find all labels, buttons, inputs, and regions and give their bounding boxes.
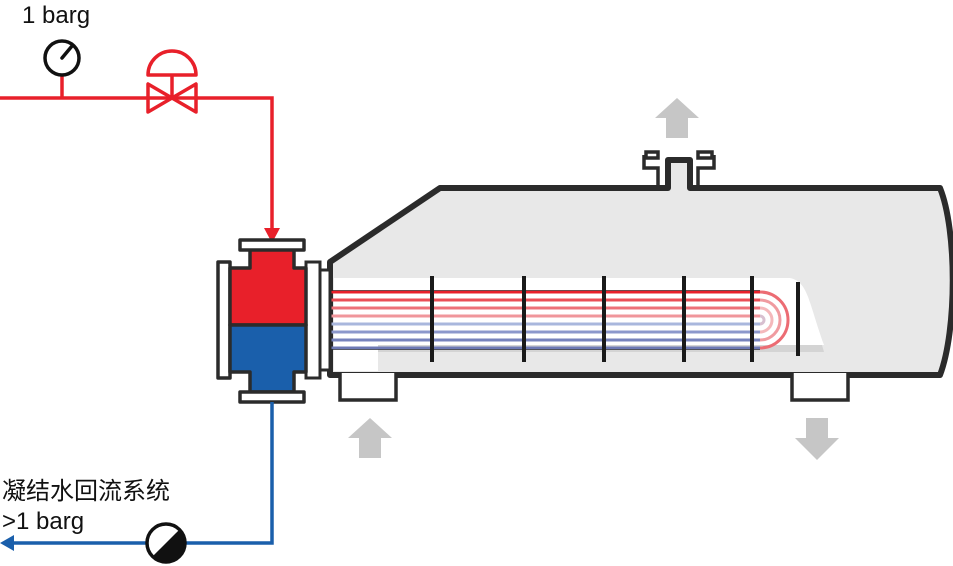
inlet-nozzle xyxy=(338,373,398,402)
vent-nozzle xyxy=(642,150,716,188)
steam-supply-line xyxy=(0,76,274,230)
steam-pressure-label: 1 barg xyxy=(22,2,91,29)
arrow-up-icon xyxy=(655,98,699,138)
condensate-pressure-label: >1 barg xyxy=(2,508,85,535)
condensate-return-line xyxy=(8,402,274,545)
baffle-plates xyxy=(430,276,800,362)
tubesheet-flange xyxy=(304,260,332,380)
exchanger-shell xyxy=(327,157,953,378)
arrow-up-icon xyxy=(348,418,392,458)
drain-nozzle xyxy=(790,373,850,402)
arrow-down-icon xyxy=(795,418,839,460)
channel-head xyxy=(216,238,308,404)
condensate-flow-arrowhead xyxy=(0,535,14,551)
steam-trap-icon xyxy=(145,522,187,564)
steam-flow-arrowhead xyxy=(264,228,280,243)
control-valve-icon xyxy=(146,49,198,114)
condensate-return-label: 凝结水回流系统 xyxy=(2,478,170,505)
u-tube-bundle xyxy=(320,290,790,350)
pressure-gauge-icon xyxy=(43,39,81,77)
